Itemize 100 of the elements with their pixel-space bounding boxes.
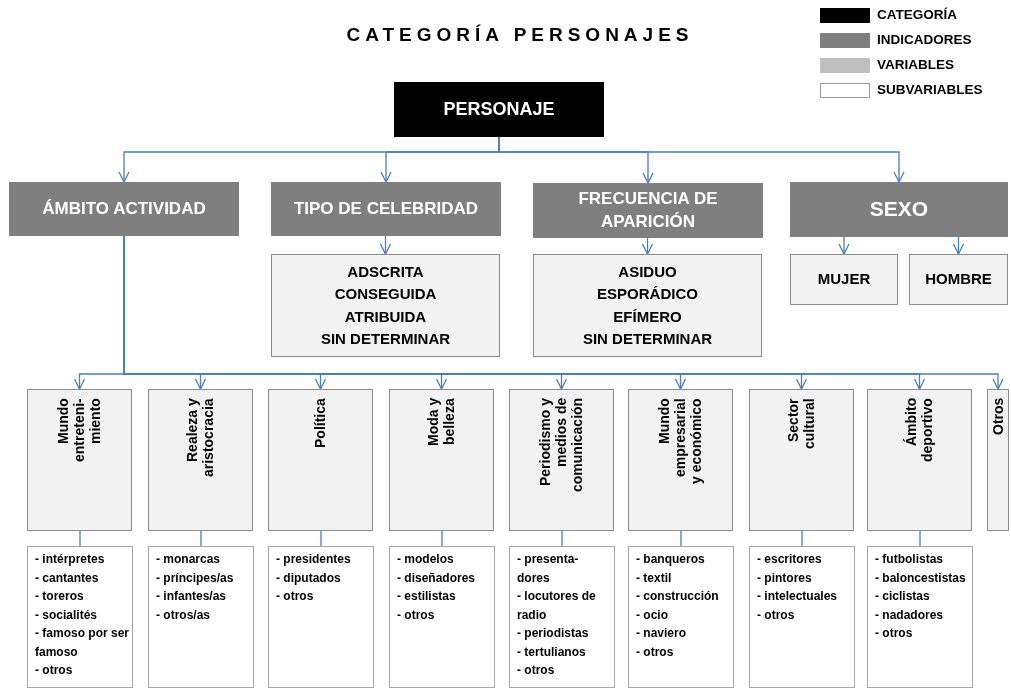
indicator-box	[790, 182, 1008, 237]
list-item: - diseñadores	[397, 569, 476, 587]
connector	[680, 530, 682, 547]
subvariable-box	[27, 546, 133, 688]
variable-box	[909, 254, 1008, 305]
list-item: - escritores	[757, 551, 822, 568]
legend-label: SUBVARIABLES	[877, 82, 983, 97]
list-item: - príncipes/as	[156, 569, 234, 587]
list-item: - naviero	[636, 625, 686, 642]
list-item: - futbolistas	[875, 551, 943, 568]
variable-label: Ámbito deportivo	[903, 398, 936, 464]
variable-box	[268, 389, 373, 531]
connector	[641, 237, 654, 255]
list-item: - intérpretes	[35, 551, 105, 568]
subvariable-box	[867, 546, 973, 688]
connector	[952, 236, 965, 255]
list-item: - baloncestistas	[875, 569, 966, 587]
list-item: - ciclistas	[875, 588, 930, 605]
diagram-title: CATEGORÍA PERSONAJES	[345, 24, 695, 46]
list-item: - diputados	[276, 569, 341, 587]
variable-box	[148, 389, 253, 531]
node-label: ATRIBUIDA	[344, 306, 427, 327]
category-box	[394, 82, 604, 137]
list-item: - nadadores	[875, 606, 943, 624]
subvariable-box	[509, 546, 615, 688]
connector	[200, 530, 202, 547]
subvariable-box	[628, 546, 734, 688]
node-label: FRECUENCIA DE APARICIÓN	[577, 187, 719, 233]
subvariable-box	[389, 546, 495, 688]
list-item: - presenta- dores	[517, 551, 580, 587]
list-item: - estilistas	[397, 588, 456, 605]
connector	[838, 236, 850, 255]
variable-box	[790, 254, 898, 305]
connector	[801, 530, 803, 547]
variable-label: Periodismo y medios de comunicación	[537, 398, 586, 495]
variable-label: Realeza y aristocracia	[184, 398, 217, 479]
legend-label: INDICADORES	[877, 32, 972, 47]
node-label: PERSONAJE	[443, 99, 555, 120]
variable-box	[27, 389, 132, 531]
variable-label: Moda y belleza	[425, 398, 458, 449]
list-item: - monarcas	[156, 551, 221, 568]
variable-box	[509, 389, 614, 531]
node-label: ADSCRITA	[347, 261, 424, 282]
variable-box	[389, 389, 494, 531]
variable-box	[628, 389, 733, 531]
node-label: SIN DETERMINAR	[582, 329, 713, 349]
variable-box	[749, 389, 854, 531]
list-item: - banqueros	[636, 551, 705, 568]
list-item: - otros	[517, 662, 555, 679]
list-item: - otros	[636, 643, 674, 661]
list-item: - famoso por ser famoso	[35, 625, 130, 661]
variable-box	[987, 389, 1009, 531]
list-item: - construcción	[636, 588, 719, 605]
list-item: - cantantes	[35, 569, 99, 587]
connector	[441, 530, 443, 547]
list-item: - otros	[757, 606, 795, 624]
list-item: - otros	[397, 606, 435, 624]
variable-label: Mundo entreteni- miento	[55, 398, 104, 464]
indicator-box	[271, 182, 501, 236]
list-item: - socialités	[35, 606, 98, 624]
connector	[561, 530, 563, 547]
indicator-box	[9, 182, 239, 236]
list-item: - locutores de radio	[517, 588, 597, 624]
variable-box	[867, 389, 972, 531]
variable-box	[271, 254, 500, 357]
node-label: CONSEGUIDA	[334, 284, 437, 304]
connector	[919, 530, 921, 547]
subvariable-box	[148, 546, 254, 688]
legend-label: VARIABLES	[877, 57, 954, 72]
connector	[320, 530, 322, 547]
list-item: - otros	[875, 625, 913, 642]
list-item: - intelectuales	[757, 588, 838, 605]
variable-label: Mundo empresarial y económico	[656, 398, 705, 486]
list-item: - otros	[276, 588, 314, 605]
variable-box	[533, 254, 762, 357]
subvariable-box	[749, 546, 855, 688]
list-item: - toreros	[35, 588, 84, 605]
node-label: HOMBRE	[925, 269, 992, 290]
node-label: SIN DETERMINAR	[320, 329, 451, 349]
variable-label: Sector cultural	[785, 398, 818, 451]
list-item: - pintores	[757, 569, 812, 587]
subvariable-box	[268, 546, 374, 688]
list-item: - otros	[35, 662, 73, 679]
list-item: - tertulianos	[517, 643, 586, 661]
node-label: ASIDUO	[618, 261, 677, 282]
list-item: - otros/as	[156, 606, 210, 624]
list-item: - ocio	[636, 606, 668, 624]
indicator-box	[533, 183, 763, 238]
connector	[79, 530, 81, 547]
node-label: MUJER	[817, 269, 871, 290]
list-item: - textil	[636, 569, 672, 587]
node-label: SEXO	[869, 196, 929, 223]
variable-label: Otros	[989, 398, 1007, 438]
node-label: TIPO DE CELEBRIDAD	[293, 197, 479, 220]
list-item: - presidentes	[276, 551, 351, 568]
list-item: - infantes/as	[156, 588, 227, 605]
legend-label: CATEGORÍA	[877, 7, 957, 22]
list-item: - periodistas	[517, 625, 589, 642]
connector	[379, 235, 392, 255]
node-label: EFÍMERO	[613, 306, 682, 327]
